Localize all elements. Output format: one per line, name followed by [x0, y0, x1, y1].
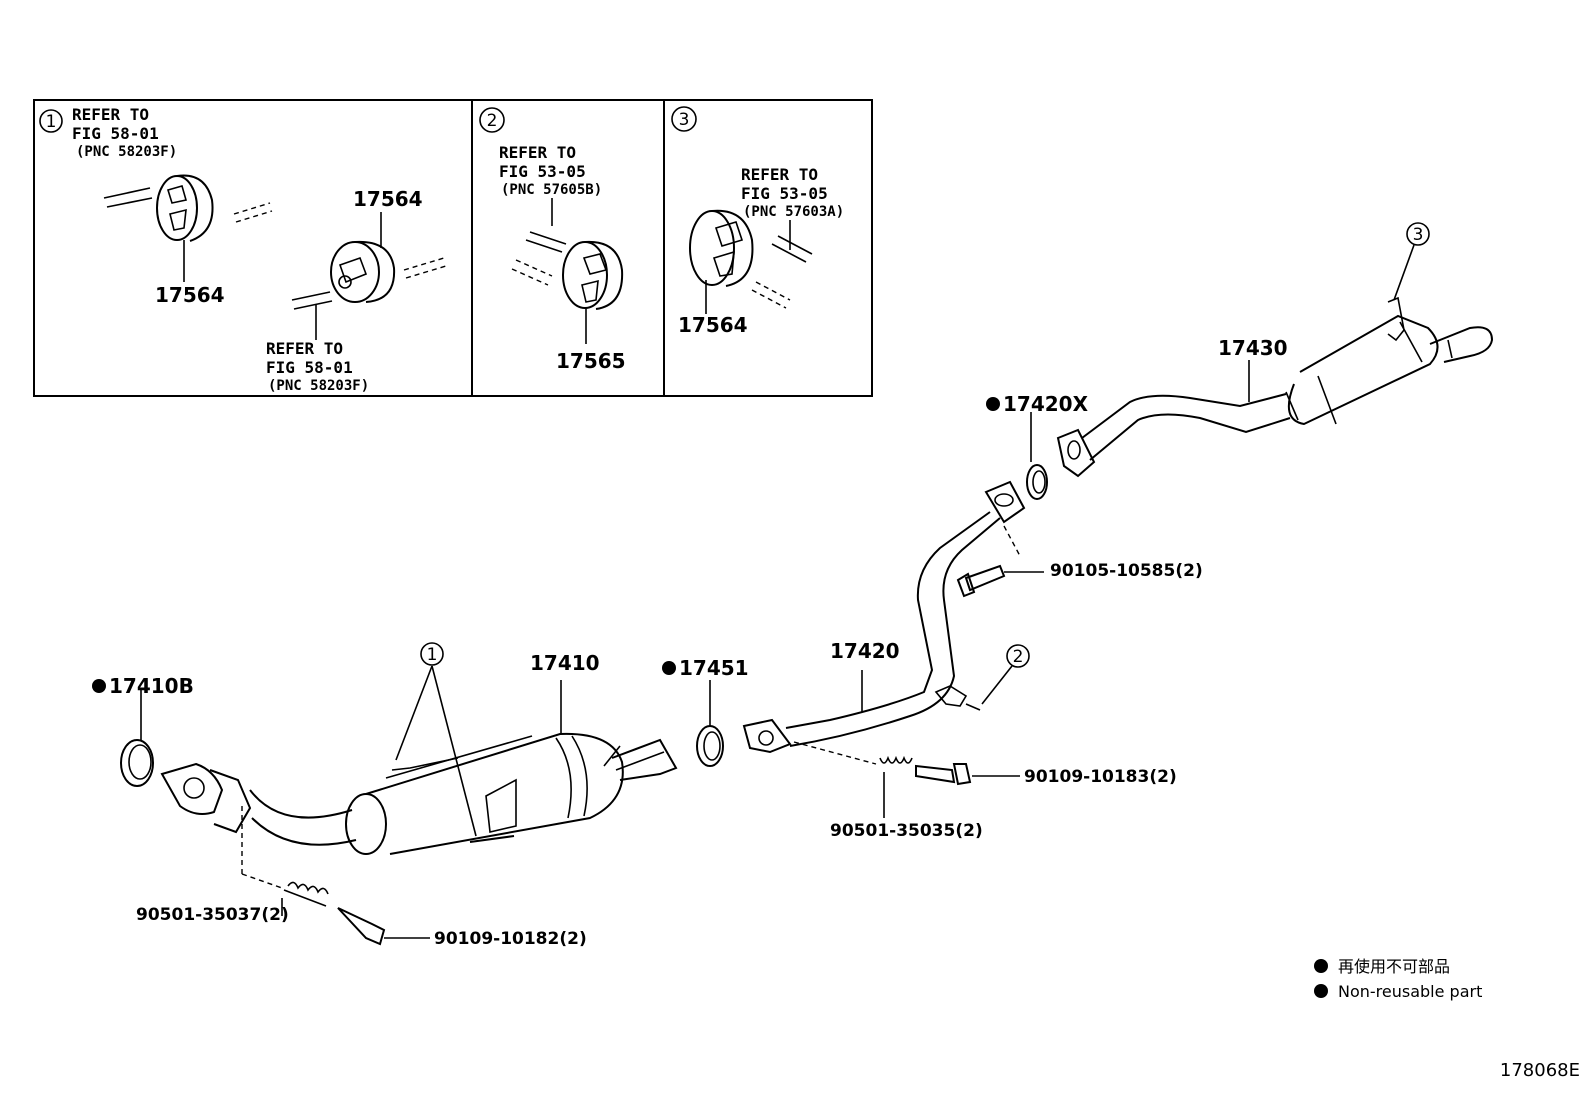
legend-japanese: 再使用不可部品 [1338, 957, 1450, 976]
rubber-hanger-icon [291, 212, 447, 340]
panel-3-refer-line2: FIG 53-05 [741, 184, 828, 203]
part-label-90501-35035: 90501-35035(2) [830, 821, 983, 841]
panel-1-part-a-label: 17564 [155, 283, 225, 307]
center-exhaust-pipe-17420 [742, 480, 1026, 754]
panel-2-refer-line3: (PNC 57605B) [501, 182, 602, 198]
inset-panel-2: 2 REFER TO FIG 53-05 (PNC 57605B) 17565 [479, 107, 626, 373]
panel-1-refer-a-line3: (PNC 58203F) [76, 144, 177, 160]
legend-dot-icon [1314, 984, 1328, 998]
callout-3-number: 3 [1413, 225, 1424, 245]
rubber-hanger-icon [689, 209, 813, 314]
callout-1-number: 1 [427, 645, 438, 665]
panel-2-part-label: 17565 [556, 349, 626, 373]
panel-3-refer-line1: REFER TO [741, 165, 818, 184]
legend-dot-icon [1314, 959, 1328, 973]
bolt-icon [956, 525, 1044, 598]
panel-3-part-label: 17564 [678, 313, 748, 337]
legend-english: Non-reusable part [1338, 982, 1482, 1001]
callout-3-circle [1406, 222, 1430, 246]
panel-1-refer-a-line1: REFER TO [72, 105, 149, 124]
legend: 再使用不可部品 Non-reusable part [1314, 957, 1482, 1001]
gasket-17451-icon [696, 680, 724, 767]
panel-1-refer-b-line2: FIG 58-01 [266, 358, 353, 377]
rubber-hanger-icon [511, 198, 624, 344]
panel-1-part-b-label: 17564 [353, 187, 423, 211]
panel-1-refer-b-line1: REFER TO [266, 339, 343, 358]
callout-2-circle [1006, 644, 1030, 668]
non-reusable-marker [92, 679, 106, 693]
panel-3-refer-line3: (PNC 57603A) [743, 204, 844, 220]
gasket-17410B-icon [120, 690, 154, 787]
non-reusable-marker [986, 397, 1000, 411]
part-label-17451: 17451 [679, 656, 749, 680]
spring-bolt-set-icon [241, 806, 430, 946]
panel-1-number: 1 [46, 112, 57, 132]
front-exhaust-pipe-17410 [160, 680, 678, 855]
figure-id: 178068E [1500, 1060, 1580, 1081]
gasket-17420X-icon [1026, 412, 1048, 500]
panel-2-refer-line1: REFER TO [499, 143, 576, 162]
part-label-17410B: 17410B [109, 674, 194, 698]
inset-panel-3: 3 REFER TO FIG 53-05 (PNC 57603A) 17564 [671, 106, 844, 337]
inset-panel-1: 1 REFER TO FIG 58-01 (PNC 58203F) 17564 [39, 105, 447, 394]
spring-bolt-set-icon [793, 741, 1020, 818]
part-label-17420X: 17420X [1003, 392, 1089, 416]
part-label-90109-10182: 90109-10182(2) [434, 929, 587, 949]
part-label-17410: 17410 [530, 651, 600, 675]
callout-2-number: 2 [1013, 647, 1024, 667]
non-reusable-marker [662, 661, 676, 675]
part-label-90501-35037: 90501-35037(2) [136, 905, 289, 925]
part-label-90105-10585: 90105-10585(2) [1050, 561, 1203, 581]
part-label-17430: 17430 [1218, 336, 1288, 360]
panel-3-number: 3 [679, 110, 690, 130]
part-label-90109-10183: 90109-10183(2) [1024, 767, 1177, 787]
panel-2-number: 2 [487, 111, 498, 131]
part-label-17420: 17420 [830, 639, 900, 663]
panel-2-refer-line2: FIG 53-05 [499, 162, 586, 181]
callout-1-circle [420, 642, 444, 666]
panel-1-refer-b-line3: (PNC 58203F) [268, 378, 369, 394]
rubber-hanger-icon [103, 174, 273, 282]
tail-pipe-muffler-17430 [1056, 296, 1494, 478]
inset-box [33, 99, 873, 397]
panel-1-refer-a-line2: FIG 58-01 [72, 124, 159, 143]
